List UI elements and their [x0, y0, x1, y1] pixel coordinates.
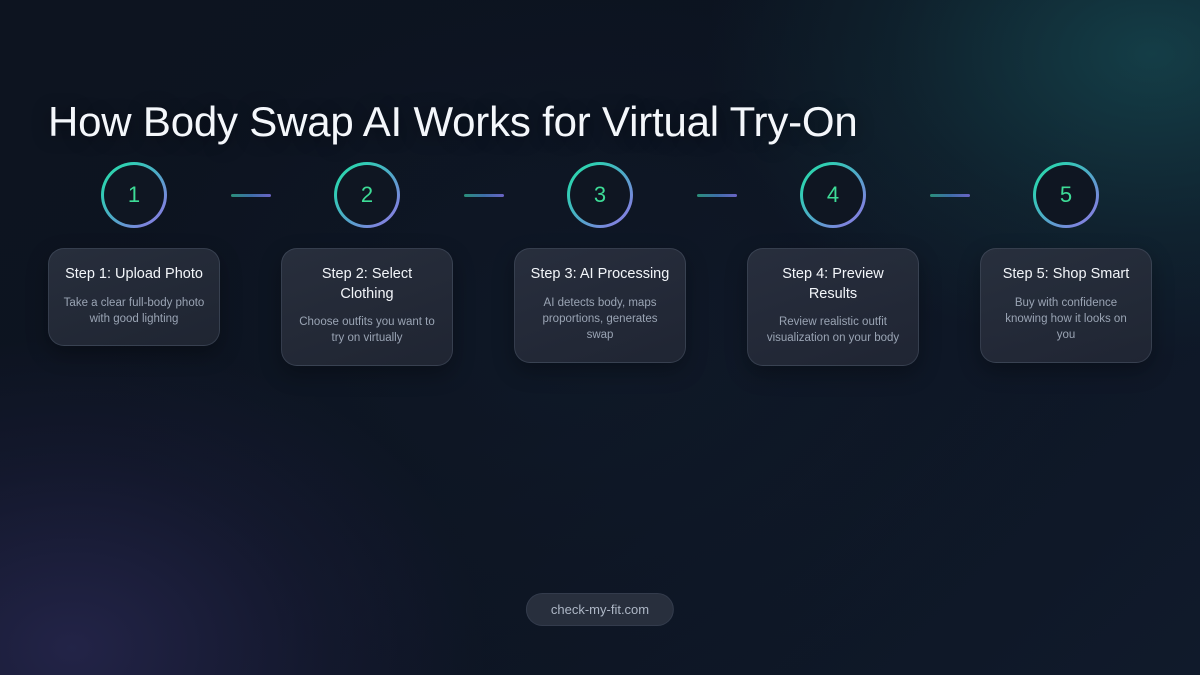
- step-card-description-4: Review realistic outfit visualization on…: [766, 316, 900, 345]
- step-item-3: 3 Step 3: AI Processing AI detects body,…: [514, 152, 686, 363]
- connector-1-2: [230, 194, 271, 197]
- connector-4-5: [929, 194, 970, 197]
- step-circle-2: 2: [324, 152, 410, 238]
- step-card-2: Step 2: Select Clothing Choose outfits y…: [281, 248, 453, 366]
- step-card-title-4: Step 4: Preview Results: [782, 266, 884, 302]
- page-title: How Body Swap AI Works for Virtual Try-O…: [48, 98, 858, 146]
- step-circle-3: 3: [557, 152, 643, 238]
- step-card-3: Step 3: AI Processing AI detects body, m…: [514, 248, 686, 363]
- step-card-1: Step 1: Upload Photo Take a clear full-b…: [48, 248, 220, 347]
- step-item-4: 4 Step 4: Preview Results Review realist…: [747, 152, 919, 366]
- step-item-1: 1 Step 1: Upload Photo Take a clear full…: [48, 152, 220, 347]
- step-number-5: 5: [1059, 182, 1073, 207]
- step-card-description-3: AI detects body, maps proportions, gener…: [542, 296, 658, 342]
- step-card-title-3: Step 3: AI Processing: [530, 266, 670, 282]
- step-circle-4: 4: [790, 152, 876, 238]
- step-card-description-5: Buy with confidence knowing how it looks…: [1005, 296, 1127, 342]
- step-number-4: 4: [826, 182, 840, 207]
- step-item-2: 2 Step 2: Select Clothing Choose outfits…: [281, 152, 453, 366]
- footer-site-badge: check-my-fit.com: [525, 593, 675, 626]
- step-card-title-1: Step 1: Upload Photo: [65, 266, 203, 282]
- step-card-4: Step 4: Preview Results Review realistic…: [747, 248, 919, 366]
- steps-row: 1 Step 1: Upload Photo Take a clear full…: [48, 152, 1152, 366]
- step-circle-5: 5: [1023, 152, 1109, 238]
- step-number-1: 1: [127, 182, 141, 207]
- step-card-description-2: Choose outfits you want to try on virtua…: [299, 316, 435, 345]
- connector-2-3: [463, 194, 504, 197]
- step-card-description-1: Take a clear full-body photo with good l…: [63, 296, 205, 325]
- step-item-5: 5 Step 5: Shop Smart Buy with confidence…: [980, 152, 1152, 363]
- step-card-5: Step 5: Shop Smart Buy with confidence k…: [980, 248, 1152, 363]
- step-card-title-2: Step 2: Select Clothing: [321, 266, 413, 302]
- step-number-3: 3: [593, 182, 607, 207]
- step-circle-1: 1: [91, 152, 177, 238]
- step-number-2: 2: [360, 182, 374, 207]
- connector-3-4: [696, 194, 737, 197]
- step-card-title-5: Step 5: Shop Smart: [1002, 266, 1130, 282]
